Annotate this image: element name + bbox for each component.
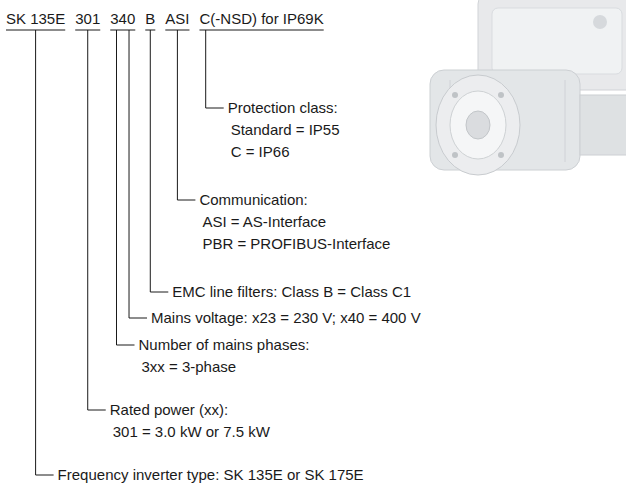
code-description: C = IP66	[231, 143, 290, 161]
leader-line	[88, 30, 106, 410]
type-code-segment: SK 135E	[6, 10, 65, 28]
code-description: Standard = IP55	[231, 121, 340, 139]
code-description: EMC line filters: Class B = Class C1	[172, 283, 411, 301]
leader-line	[177, 30, 195, 200]
code-description: 3xx = 3-phase	[142, 358, 237, 376]
leader-line	[36, 30, 54, 475]
type-code-segment: 301	[75, 10, 100, 28]
leader-line	[199, 30, 323, 31]
type-code-segment: ASI	[165, 10, 189, 28]
leader-line	[150, 30, 168, 292]
code-description: Rated power (xx):	[110, 401, 228, 419]
leader-line	[117, 30, 135, 345]
leader-line	[129, 30, 147, 318]
leader-line	[110, 30, 135, 31]
code-description: PBR = PROFIBUS-Interface	[202, 235, 390, 253]
code-description: Protection class:	[228, 99, 338, 117]
code-description: Communication:	[199, 191, 307, 209]
code-description: Mains voltage: x23 = 230 V; x40 = 400 V	[151, 309, 421, 327]
type-code-segment: 340	[110, 10, 135, 28]
code-description: ASI = AS-Interface	[202, 213, 326, 231]
type-code-segment: B	[145, 10, 155, 28]
type-code-segment: C(-NSD) for IP69K	[199, 10, 323, 28]
leader-line	[206, 30, 224, 108]
code-description: 301 = 3.0 kW or 7.5 kW	[113, 423, 270, 441]
code-description: Frequency inverter type: SK 135E or SK 1…	[58, 466, 364, 484]
code-description: Number of mains phases:	[139, 336, 310, 354]
